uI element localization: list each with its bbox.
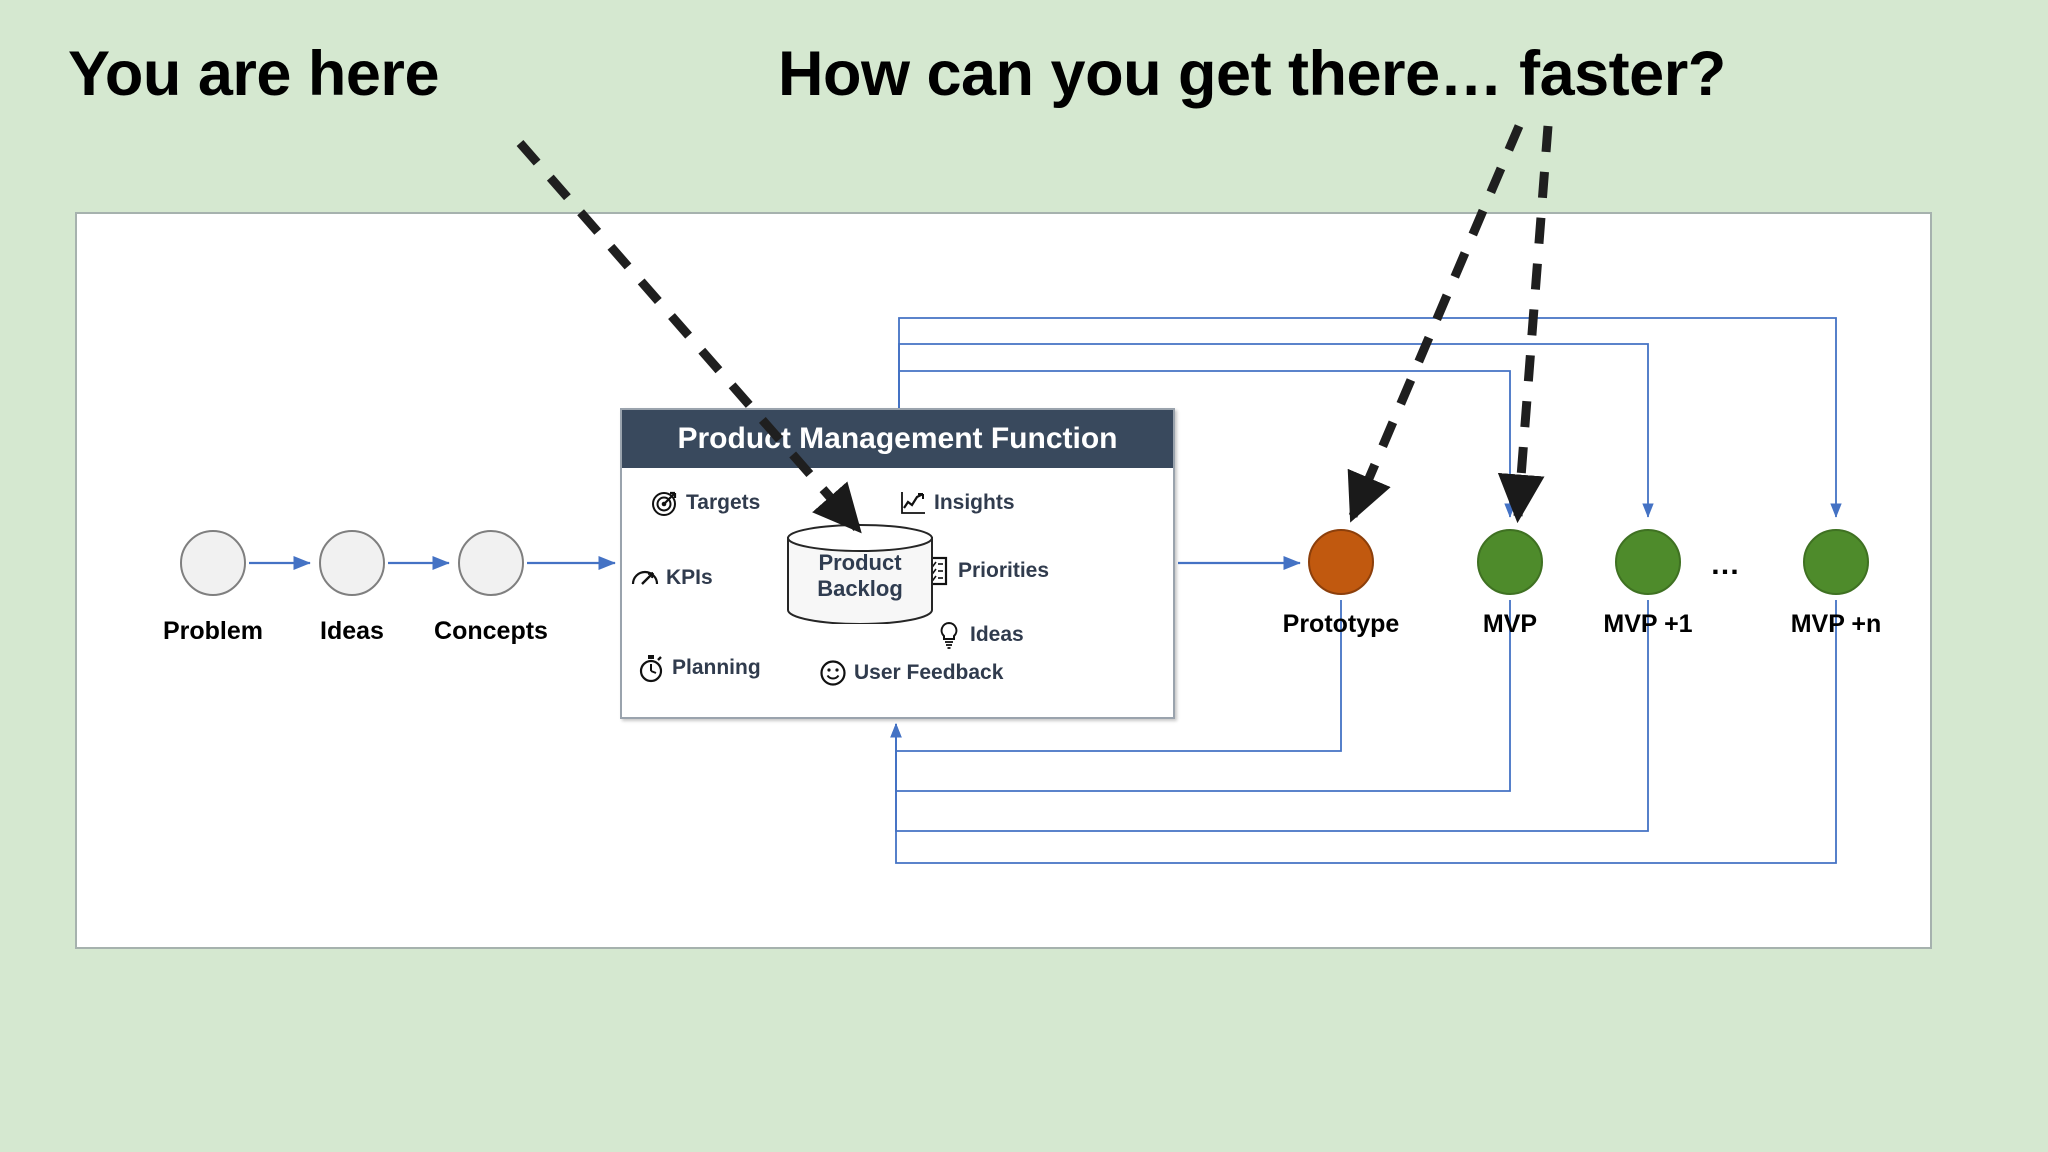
stopwatch-icon — [636, 653, 666, 683]
node-ideas[interactable] — [319, 530, 385, 596]
capability-targets[interactable]: Targets — [650, 488, 760, 518]
lightbulb-icon — [934, 620, 964, 650]
capability-label-planning: Planning — [672, 656, 761, 679]
product-management-function-box[interactable]: Product Management Function Targets — [620, 408, 1175, 719]
capability-kpis[interactable]: KPIs — [630, 563, 713, 593]
node-label-mvp-plus-1: MVP +1 — [1603, 610, 1693, 638]
node-label-problem: Problem — [162, 617, 264, 645]
node-label-mvp: MVP — [1482, 610, 1538, 638]
chart-line-icon — [898, 488, 928, 518]
capability-label-kpis: KPIs — [666, 566, 713, 589]
capability-planning[interactable]: Planning — [636, 653, 761, 683]
capability-label-targets: Targets — [686, 491, 761, 514]
capability-insights[interactable]: Insights — [898, 488, 1015, 518]
headline-you-are-here: You are here — [68, 39, 440, 109]
smiley-icon — [818, 658, 848, 688]
capability-priorities[interactable]: Priorities — [922, 556, 1049, 586]
capability-label-priorities: Priorities — [958, 559, 1050, 582]
node-concepts[interactable] — [458, 530, 524, 596]
node-mvp-plus-1[interactable] — [1615, 529, 1681, 595]
node-label-prototype: Prototype — [1282, 610, 1400, 638]
node-problem[interactable] — [180, 530, 246, 596]
product-backlog-cylinder[interactable]: Product Backlog — [786, 524, 934, 625]
pm-box-title: Product Management Function — [677, 422, 1118, 455]
target-icon — [650, 488, 680, 518]
capability-label-user-feedback: User Feedback — [854, 661, 1004, 684]
node-prototype[interactable] — [1308, 529, 1374, 595]
product-backlog-line1: Product — [818, 550, 902, 575]
pm-box-header: Product Management Function — [622, 410, 1173, 468]
node-label-ideas: Ideas — [320, 617, 384, 645]
headline-how-can-you-get-there-faster: How can you get there… faster? — [778, 39, 1726, 109]
node-label-mvp-plus-n: MVP +n — [1790, 610, 1882, 638]
capability-user-feedback[interactable]: User Feedback — [818, 658, 1003, 688]
node-ellipsis: … — [1710, 548, 1740, 581]
product-backlog-line2: Backlog — [817, 576, 903, 601]
capability-label-insights: Insights — [934, 491, 1015, 514]
gauge-icon — [630, 563, 660, 593]
node-mvp[interactable] — [1477, 529, 1543, 595]
capability-label-ideas: Ideas — [970, 623, 1024, 646]
product-backlog-label: Product Backlog — [786, 550, 934, 602]
capability-ideas[interactable]: Ideas — [934, 620, 1024, 650]
node-label-concepts: Concepts — [434, 617, 548, 645]
pm-box-body: Targets Insights — [622, 468, 1173, 717]
node-mvp-plus-n[interactable] — [1803, 529, 1869, 595]
